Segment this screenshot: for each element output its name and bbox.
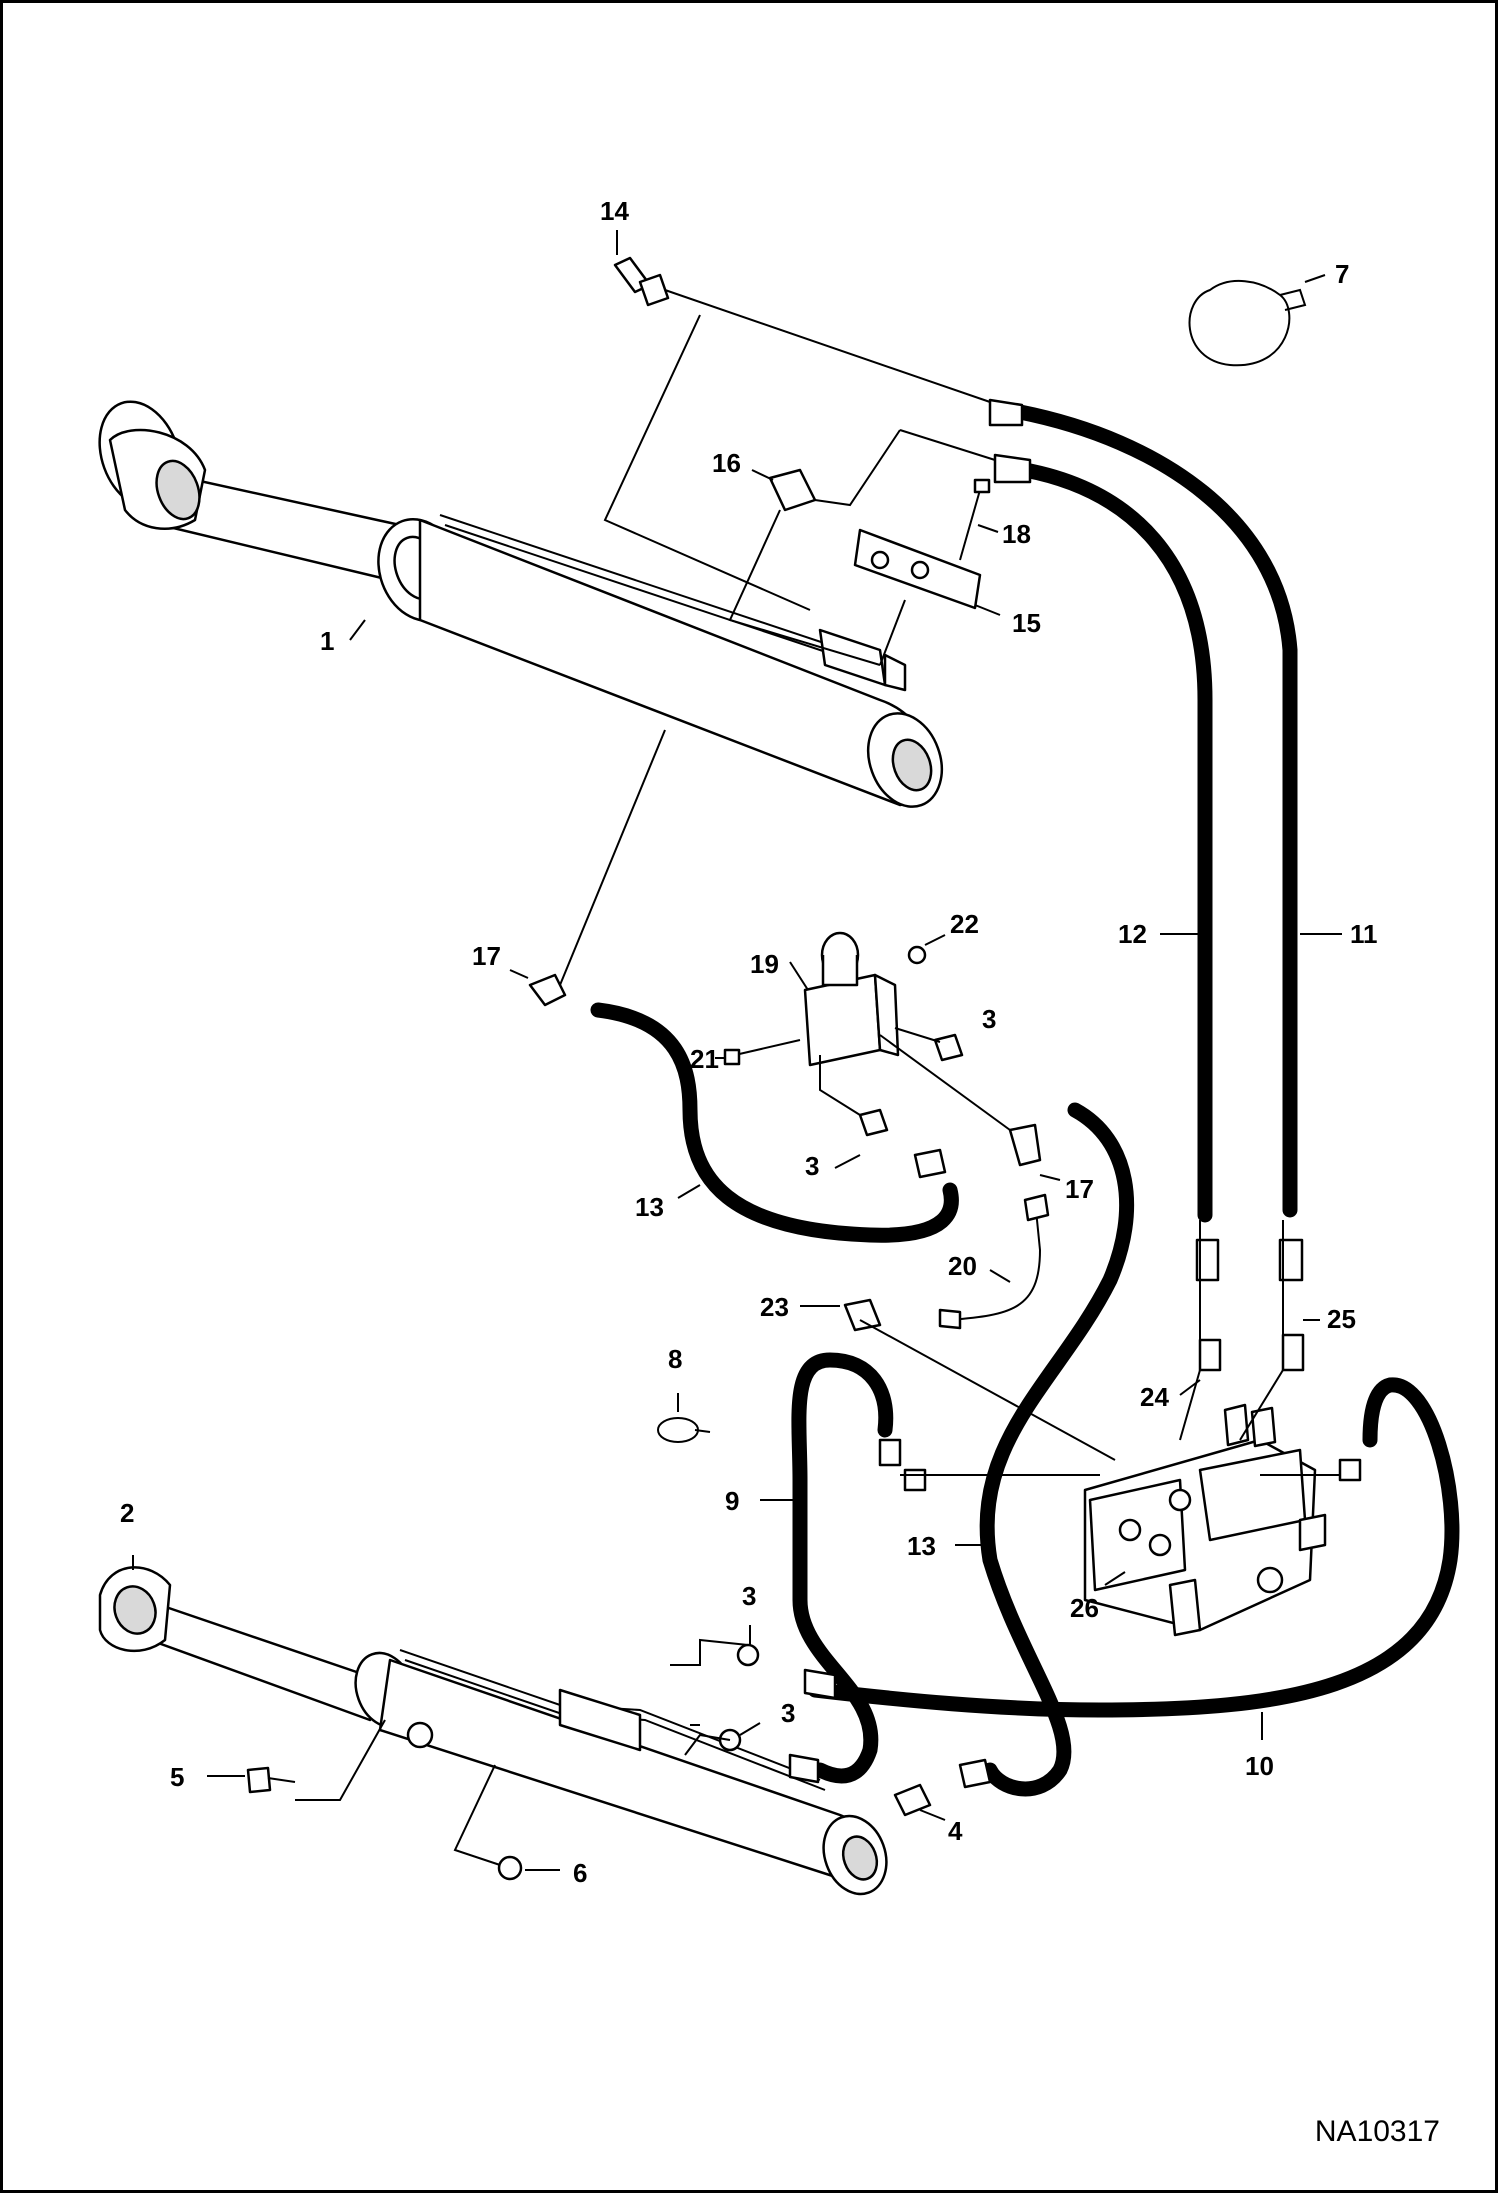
callout-3c: 3 [742, 1581, 756, 1611]
figure-reference-id: NA10317 [1314, 2115, 1440, 2148]
callout-8: 8 [668, 1344, 682, 1374]
callout-20: 20 [948, 1251, 977, 1281]
callout-25: 25 [1327, 1304, 1356, 1334]
callout-5: 5 [170, 1762, 184, 1792]
callout-3b: 3 [805, 1151, 819, 1181]
callout-14: 14 [600, 196, 629, 226]
leader-lines [295, 289, 1340, 1866]
callout-12: 12 [1118, 919, 1147, 949]
callout-26: 26 [1070, 1593, 1099, 1623]
callout-9: 9 [725, 1486, 739, 1516]
callout-10: 10 [1245, 1751, 1274, 1781]
callout-24: 24 [1140, 1382, 1169, 1412]
callout-17b: 17 [1065, 1174, 1094, 1204]
hoses [590, 404, 1460, 1797]
lower-cylinder [98, 1566, 888, 1896]
callout-13b: 13 [907, 1531, 936, 1561]
callout-17a: 17 [472, 941, 501, 971]
control-valve [1083, 1403, 1327, 1637]
callout-13a: 13 [635, 1192, 664, 1222]
callout-4: 4 [948, 1816, 963, 1846]
callout-16: 16 [712, 448, 741, 478]
callout-21: 21 [690, 1044, 719, 1074]
callout-23: 23 [760, 1292, 789, 1322]
callout-22: 22 [950, 909, 979, 939]
callout-18: 18 [1002, 519, 1031, 549]
callout-11: 11 [1350, 919, 1378, 949]
callout-7: 7 [1335, 259, 1349, 289]
callout-3d: 3 [781, 1698, 795, 1728]
callout-labels: 1 2 3 3 3 3 4 5 6 7 8 9 10 11 12 13 13 [120, 196, 1378, 1888]
callout-3a: 3 [982, 1004, 996, 1034]
callout-2: 2 [120, 1498, 134, 1528]
callout-19: 19 [750, 949, 779, 979]
callout-15: 15 [1012, 608, 1041, 638]
callout-1: 1 [320, 626, 334, 656]
callout-6: 6 [573, 1858, 587, 1888]
upper-cylinder [98, 400, 944, 808]
